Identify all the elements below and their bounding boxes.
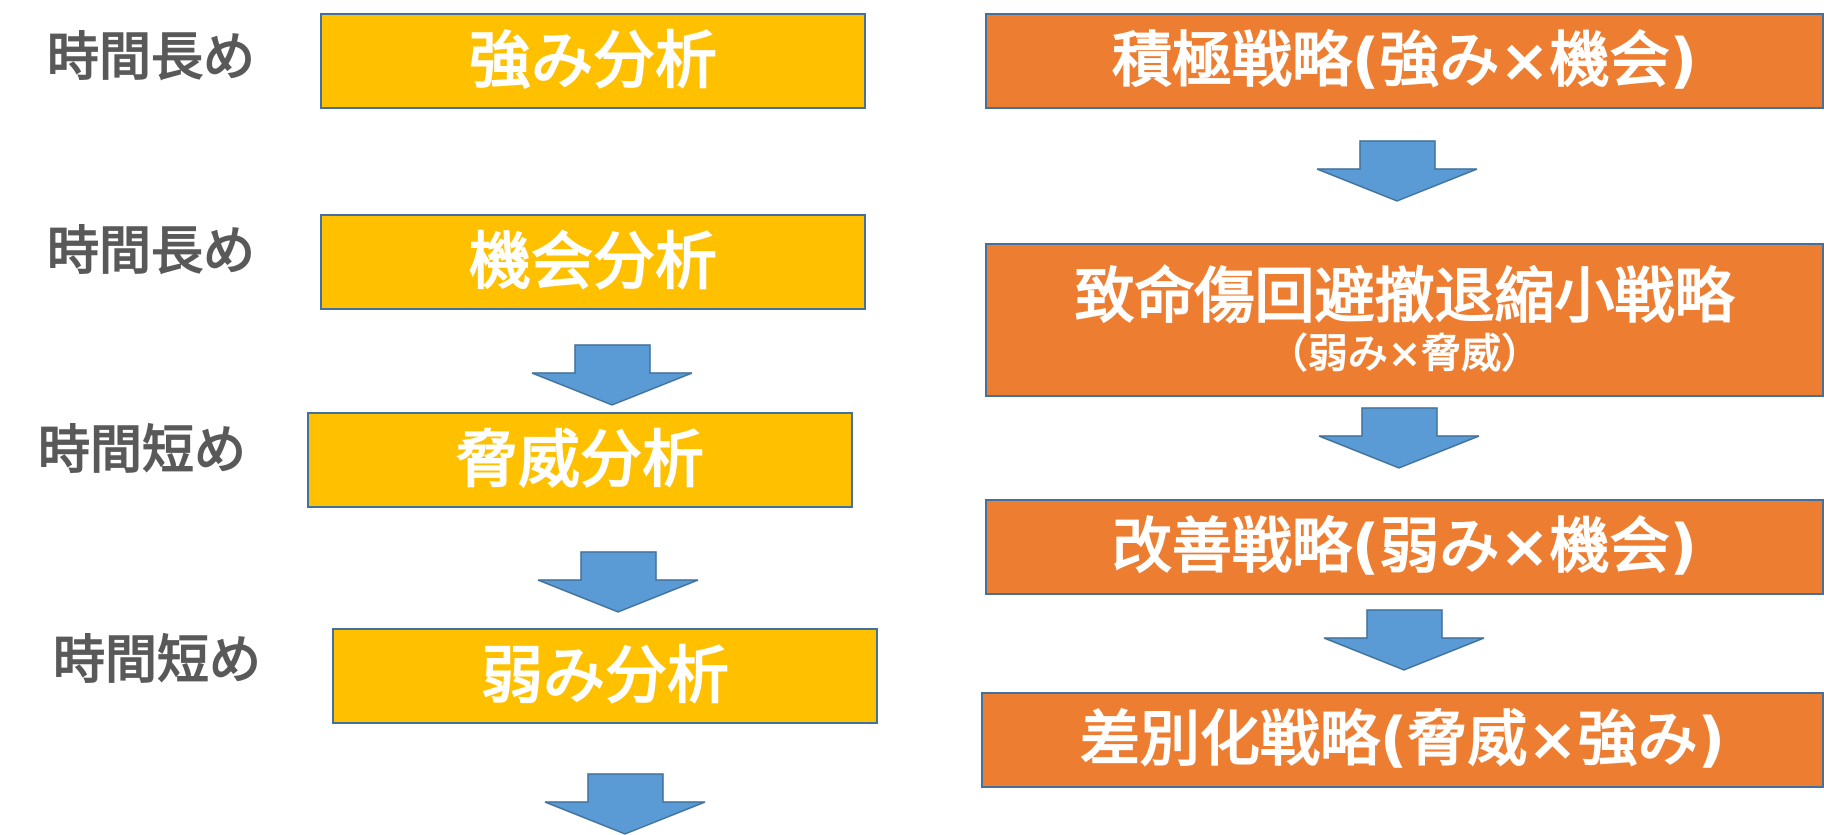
aggressive-strategy-label: 積極戦略(強み×機会) bbox=[1111, 25, 1698, 96]
strengths-analysis-label: 強み分析 bbox=[468, 24, 717, 97]
down-arrow-icon bbox=[544, 773, 706, 835]
time-label-strengths: 時間長め bbox=[47, 28, 256, 88]
improvement-strategy-label: 改善戦略(弱み×機会) bbox=[1111, 511, 1698, 582]
weaknesses-analysis-label: 弱み分析 bbox=[480, 639, 729, 712]
time-label-weaknesses: 時間短め bbox=[53, 631, 262, 691]
down-arrow-icon bbox=[531, 344, 693, 406]
opportunities-analysis-box: 機会分析 bbox=[320, 214, 866, 310]
differentiation-strategy-label: 差別化戦略(脅威×強み) bbox=[1079, 704, 1726, 775]
threats-analysis-label: 脅威分析 bbox=[455, 423, 704, 496]
weaknesses-analysis-box: 弱み分析 bbox=[332, 628, 878, 724]
differentiation-strategy-box: 差別化戦略(脅威×強み) bbox=[981, 692, 1824, 788]
threats-analysis-box: 脅威分析 bbox=[307, 412, 853, 508]
retreat-strategy-box: 致命傷回避撤退縮小戦略 （弱み×脅威） bbox=[985, 243, 1824, 397]
time-label-opportunities: 時間長め bbox=[47, 222, 256, 282]
down-arrow-icon bbox=[1318, 407, 1480, 469]
time-label-threats: 時間短め bbox=[38, 421, 247, 481]
down-arrow-icon bbox=[1316, 140, 1478, 202]
retreat-strategy-sublabel: （弱み×脅威） bbox=[1267, 330, 1542, 377]
retreat-strategy-label: 致命傷回避撤退縮小戦略 bbox=[1074, 261, 1735, 332]
aggressive-strategy-box: 積極戦略(強み×機会) bbox=[985, 13, 1824, 109]
opportunities-analysis-label: 機会分析 bbox=[468, 225, 717, 298]
down-arrow-icon bbox=[1323, 609, 1485, 671]
improvement-strategy-box: 改善戦略(弱み×機会) bbox=[985, 499, 1824, 595]
strengths-analysis-box: 強み分析 bbox=[320, 13, 866, 109]
down-arrow-icon bbox=[537, 551, 699, 613]
